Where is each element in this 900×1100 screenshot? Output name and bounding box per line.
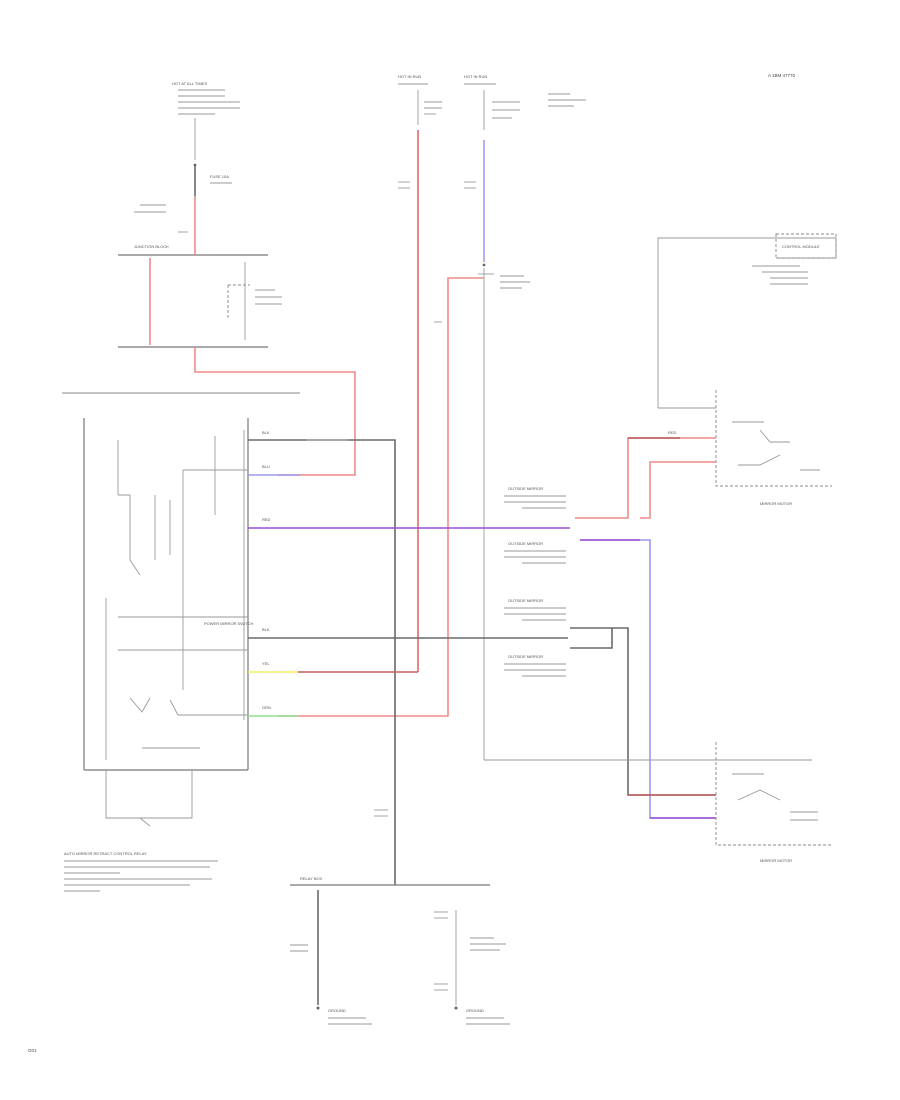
control-module: CONTROL MODULE bbox=[657, 233, 837, 409]
right-ground-label: GROUND bbox=[466, 1008, 484, 1013]
switch-bottom-contact bbox=[139, 817, 151, 827]
red-wire-to-upper-mirror bbox=[575, 437, 716, 519]
connector-labels: OUTSIDE MIRROR OUTSIDE MIRROR OUTSIDE MI… bbox=[504, 486, 566, 677]
connector-label: OUTSIDE MIRROR bbox=[508, 541, 543, 546]
lower-mirror-motor: MIRROR MOTOR bbox=[715, 742, 832, 863]
red-wire-to-switch bbox=[194, 347, 356, 476]
wire-code: YEL bbox=[262, 661, 270, 666]
control-module-label: CONTROL MODULE bbox=[782, 244, 820, 249]
left-ground-label: GROUND bbox=[328, 1008, 346, 1013]
junction-block: JUNCTION BLOCK bbox=[118, 244, 282, 348]
mid-fuse-branch: HOT IN RUN bbox=[398, 74, 442, 672]
power-mirror-switch: POWER MIRROR SWITCH bbox=[83, 418, 253, 827]
red-wire-upper-2 bbox=[640, 461, 716, 519]
lower-mirror-label: MIRROR MOTOR bbox=[760, 858, 792, 863]
left-fuse-branch: HOT AT ALL TIMES FUSE 10A bbox=[134, 81, 240, 250]
ground-terminal bbox=[316, 1006, 320, 1010]
wire-code: RED bbox=[668, 430, 677, 435]
relay-note: AUTO MIRROR RETRACT CONTROL RELAY bbox=[64, 851, 218, 892]
mid-fuse-label: HOT IN RUN bbox=[398, 74, 421, 79]
blue-wire-to-lower-mirror bbox=[580, 539, 716, 819]
fuse-value: FUSE 10A bbox=[210, 174, 229, 179]
switch-link bbox=[169, 699, 248, 716]
wire-code: BLK bbox=[262, 430, 270, 435]
switch-contact bbox=[118, 494, 141, 576]
wire-code: BLK bbox=[262, 627, 270, 632]
wire-code: BLU bbox=[262, 464, 270, 469]
motor-contact bbox=[738, 454, 781, 466]
upper-mirror-frame bbox=[715, 390, 832, 487]
motor-contact bbox=[759, 429, 790, 443]
lower-mirror-frame bbox=[715, 742, 832, 846]
right-fuse-label: HOT IN RUN bbox=[464, 74, 487, 79]
left-fuse-label: HOT AT ALL TIMES bbox=[172, 81, 207, 86]
footer-code: G01 bbox=[28, 1048, 37, 1053]
upper-mirror-label: MIRROR MOTOR bbox=[760, 501, 792, 506]
upper-mirror-motor: MIRROR MOTOR bbox=[715, 390, 832, 506]
ground-terminal bbox=[454, 1006, 458, 1010]
fuse-terminal bbox=[193, 163, 197, 167]
splice bbox=[482, 263, 486, 267]
wire-code: GRN bbox=[262, 705, 271, 710]
ground-bus: RELAY BOX GROUND GROUND bbox=[290, 809, 510, 1025]
right-fuse-branch: HOT IN RUN bbox=[464, 74, 586, 760]
switch-contact bbox=[129, 697, 151, 713]
red-branch-wire bbox=[278, 277, 484, 717]
switch-label: POWER MIRROR SWITCH bbox=[204, 621, 253, 626]
relay-note-text: AUTO MIRROR RETRACT CONTROL RELAY bbox=[64, 851, 147, 856]
wire-code: RED bbox=[262, 517, 271, 522]
connector-label: OUTSIDE MIRROR bbox=[508, 486, 543, 491]
control-module-frame bbox=[657, 237, 837, 408]
relay-box-label: RELAY BOX bbox=[300, 876, 323, 881]
motor-contact bbox=[737, 789, 781, 801]
black-jumper bbox=[570, 628, 613, 649]
switch-bottom-loop bbox=[105, 770, 193, 819]
black-wire-1 bbox=[248, 439, 396, 885]
control-module-box bbox=[775, 233, 837, 259]
junction-block-label: JUNCTION BLOCK bbox=[134, 244, 169, 249]
connector-label: OUTSIDE MIRROR bbox=[508, 598, 543, 603]
black-wire-lower-mirror bbox=[570, 627, 716, 796]
connector-label: OUTSIDE MIRROR bbox=[508, 654, 543, 659]
page-code: A 1BM 47770 bbox=[768, 73, 796, 78]
